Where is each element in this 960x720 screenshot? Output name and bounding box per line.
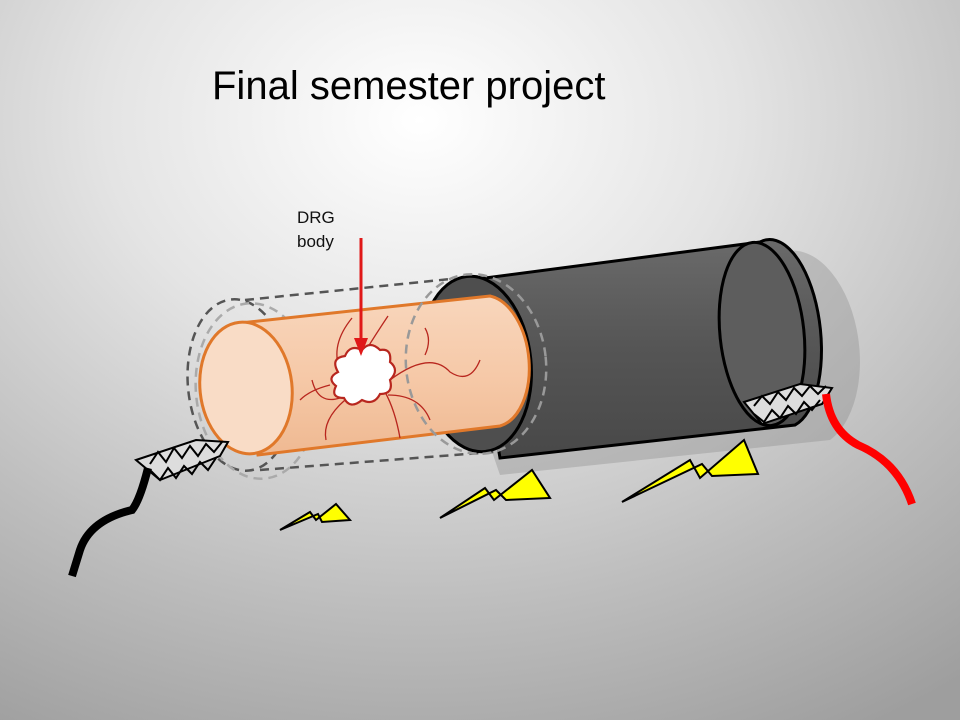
left-clip [133,438,230,482]
cuff-far-end [717,240,807,428]
right-clip [742,382,834,426]
drg-label-line1: DRG [297,208,335,227]
electric-sparks [279,438,760,531]
positive-lead-wire [822,393,916,506]
slide-title: Final semester project [212,64,606,108]
drg-cell-body [330,343,397,406]
negative-lead-wire [68,467,152,578]
tissue-cylinder [198,294,531,457]
drg-arrow [354,238,368,356]
drg-body-label: DRG body [297,206,367,254]
spark-medium [439,468,552,519]
spark-large [621,438,760,503]
tissue-end-face [198,320,294,456]
dashed-sheath-front [404,272,548,456]
drg-label-line2: body [297,232,334,251]
spark-small [279,502,353,531]
